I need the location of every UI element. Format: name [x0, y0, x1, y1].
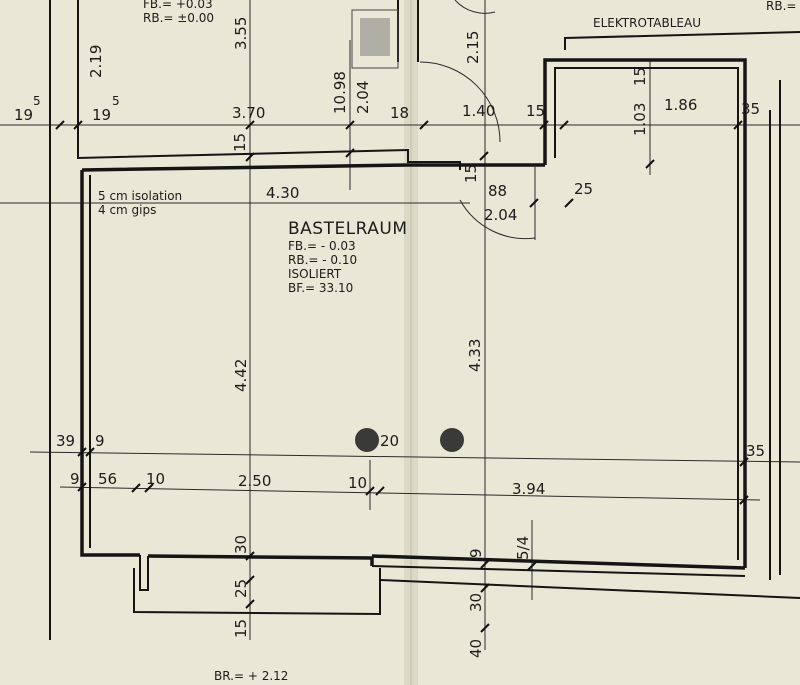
dim-1-03: 1.03 [631, 103, 649, 136]
dim-25: 25 [574, 180, 593, 198]
room-name: BASTELRAUM [288, 219, 408, 239]
dim-15-b: 15 [631, 67, 649, 86]
dim-30-b: 30 [467, 593, 485, 612]
room-bf: BF.= 33.10 [288, 281, 353, 295]
dim-39: 39 [56, 432, 75, 450]
dim-18: 18 [390, 104, 409, 122]
dim-5-4: 5/4 [514, 536, 532, 560]
dim-20: 20 [380, 432, 399, 450]
dim-35-top: 35 [741, 100, 760, 118]
dim-10-b: 10 [348, 474, 367, 492]
top-room-fb: FB.= +0.03 [143, 0, 213, 11]
dim-40: 40 [467, 639, 485, 658]
dim-2-15: 2.15 [464, 31, 482, 64]
gips-note: 4 cm gips [98, 203, 156, 217]
elektrotableau-label: ELEKTROTABLEAU [593, 16, 701, 30]
dim-1-40: 1.40 [462, 102, 495, 120]
dim-5-left: 5 [33, 94, 41, 108]
dim-5-mid: 5 [112, 94, 120, 108]
dim-19-mid: 19 [92, 106, 111, 124]
dim-4-30: 4.30 [266, 184, 299, 202]
right-room-rb: RB.= [766, 0, 796, 13]
room-rb: RB.= - 0.10 [288, 253, 357, 267]
dim-1-86: 1.86 [664, 96, 697, 114]
dim-10-98: 10.98 [331, 71, 349, 114]
dim-30-a: 30 [232, 535, 250, 554]
dim-15-d: 15 [462, 164, 480, 183]
drill-hole-left [355, 428, 379, 452]
dimension-ticks [55, 120, 749, 633]
dim-9-c: 9 [467, 548, 485, 558]
dim-9-a: 9 [95, 432, 105, 450]
room-isoliert: ISOLIERT [288, 267, 342, 281]
dim-19-left: 19 [14, 106, 33, 124]
dim-88: 88 [488, 182, 507, 200]
dim-10-a: 10 [146, 470, 165, 488]
dim-15-e: 15 [232, 619, 250, 638]
dim-3-94: 3.94 [512, 480, 545, 498]
dim-3-55: 3.55 [232, 17, 250, 50]
dim-2-04-vertical: 2.04 [354, 81, 372, 114]
dim-9-b: 9 [70, 470, 80, 488]
dim-2-19: 2.19 [87, 45, 105, 78]
dim-4-42: 4.42 [232, 359, 250, 392]
dim-56: 56 [98, 470, 117, 488]
room-fb: FB.= - 0.03 [288, 239, 356, 253]
dim-35-mid: 35 [746, 442, 765, 460]
dim-15-c: 15 [231, 133, 249, 152]
dim-2-50: 2.50 [238, 472, 271, 490]
vent-icon [351, 9, 399, 69]
door-swings [419, 0, 536, 240]
top-room-rb: RB.= ±0.00 [143, 11, 214, 25]
dim-15-a: 15 [526, 102, 545, 120]
dim-2-04-door: 2.04 [484, 206, 517, 224]
dim-25-b: 25 [232, 579, 250, 598]
bottom-br-note: BR.= + 2.12 [214, 669, 288, 683]
walls [49, 0, 800, 640]
drill-hole-right [440, 428, 464, 452]
dim-3-70: 3.70 [232, 104, 265, 122]
dim-4-33: 4.33 [466, 339, 484, 372]
isolation-note: 5 cm isolation [98, 189, 182, 203]
